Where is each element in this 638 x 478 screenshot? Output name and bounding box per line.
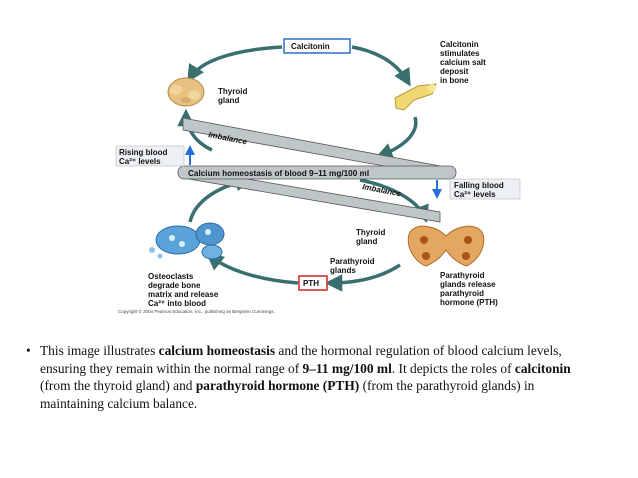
thyroid-gland-top-label-2: gland bbox=[218, 96, 239, 105]
caption-text-3: . It depicts the roles of bbox=[391, 360, 515, 376]
rising-blood-label-2: Ca²⁺ levels bbox=[119, 157, 161, 166]
osteoclasts-line-1: Osteoclasts bbox=[148, 272, 194, 281]
upper-loop-arrow-left bbox=[187, 45, 283, 83]
parathyroid-glands-label-2: glands bbox=[330, 266, 356, 275]
lower-loop-arrow-right bbox=[324, 263, 401, 292]
pth-box-label: PTH bbox=[303, 279, 319, 288]
thyroid-gland-top-label-1: Thyroid bbox=[218, 87, 247, 96]
upper-loop-arrow-down bbox=[375, 116, 418, 160]
calcitonin-effect-line-5: in bone bbox=[440, 76, 469, 85]
homeostasis-label: Calcium homeostasis of blood 9–11 mg/100… bbox=[188, 169, 369, 178]
thyroid-gland-bottom-label-2: gland bbox=[356, 237, 377, 246]
rising-blood-label-1: Rising blood bbox=[119, 148, 168, 157]
lower-loop-arrow-left bbox=[205, 252, 299, 285]
calcitonin-box bbox=[283, 38, 351, 54]
parathyroid-release-line-3: parathyroid bbox=[440, 289, 484, 298]
caption-text-2: and the hormonal regulation of blood cal… bbox=[40, 343, 562, 376]
calcitonin-effect-line-4: deposit bbox=[440, 67, 469, 76]
rising-blood-box bbox=[115, 145, 185, 167]
caption-paragraph: • This image illustrates calcium homeost… bbox=[26, 342, 600, 412]
calcitonin-effect-line-2: stimulates bbox=[440, 49, 480, 58]
parathyroid-release-line-2: glands release bbox=[440, 280, 496, 289]
caption-text-5: (from the parathyroid glands) in maintai… bbox=[40, 378, 535, 411]
caption-bold-calcitonin: calcitonin bbox=[514, 360, 571, 376]
pth-box bbox=[298, 275, 328, 291]
osteoclasts-image bbox=[149, 222, 225, 260]
bone-image bbox=[394, 83, 437, 111]
upper-loop-arrow-right bbox=[351, 45, 411, 87]
parathyroid-glands-label-1: Parathyroid bbox=[330, 257, 375, 266]
falling-blood-box bbox=[449, 178, 521, 200]
osteoclasts-line-4: Ca²⁺ into blood bbox=[148, 299, 206, 308]
osteoclasts-line-2: degrade bone bbox=[148, 281, 201, 290]
falling-blood-label-2: Ca²⁺ levels bbox=[454, 190, 496, 199]
caption-bold-range: 9–11 mg/100 ml bbox=[302, 360, 392, 376]
falling-blood-label-1: Falling blood bbox=[454, 181, 504, 190]
caption-bullet: • bbox=[26, 343, 31, 358]
thyroid-gland-top-image bbox=[167, 77, 205, 107]
caption-text-4: (from the thyroid gland) and bbox=[40, 378, 196, 393]
calcitonin-effect-line-3: calcium salt bbox=[440, 58, 486, 67]
parathyroid-release-line-1: Parathyroid bbox=[440, 271, 485, 280]
caption-text-1: This image illustrates bbox=[40, 343, 159, 358]
caption-bold-pth: parathyroid hormone (PTH) bbox=[195, 378, 360, 393]
osteoclasts-line-3: matrix and release bbox=[148, 290, 219, 299]
thyroid-gland-bottom-label-1: Thyroid bbox=[356, 228, 385, 237]
calcitonin-effect-line-1: Calcitonin bbox=[440, 40, 479, 49]
copyright-text: Copyright © 2004 Pearson Education, Inc.… bbox=[118, 308, 275, 314]
homeostasis-bar bbox=[177, 165, 457, 180]
caption-bold-calcium-homeostasis: calcium homeostasis bbox=[158, 343, 276, 358]
parathyroid-glands-image bbox=[407, 225, 485, 267]
calcitonin-box-label: Calcitonin bbox=[291, 42, 330, 51]
parathyroid-release-line-4: hormone (PTH) bbox=[440, 298, 498, 307]
